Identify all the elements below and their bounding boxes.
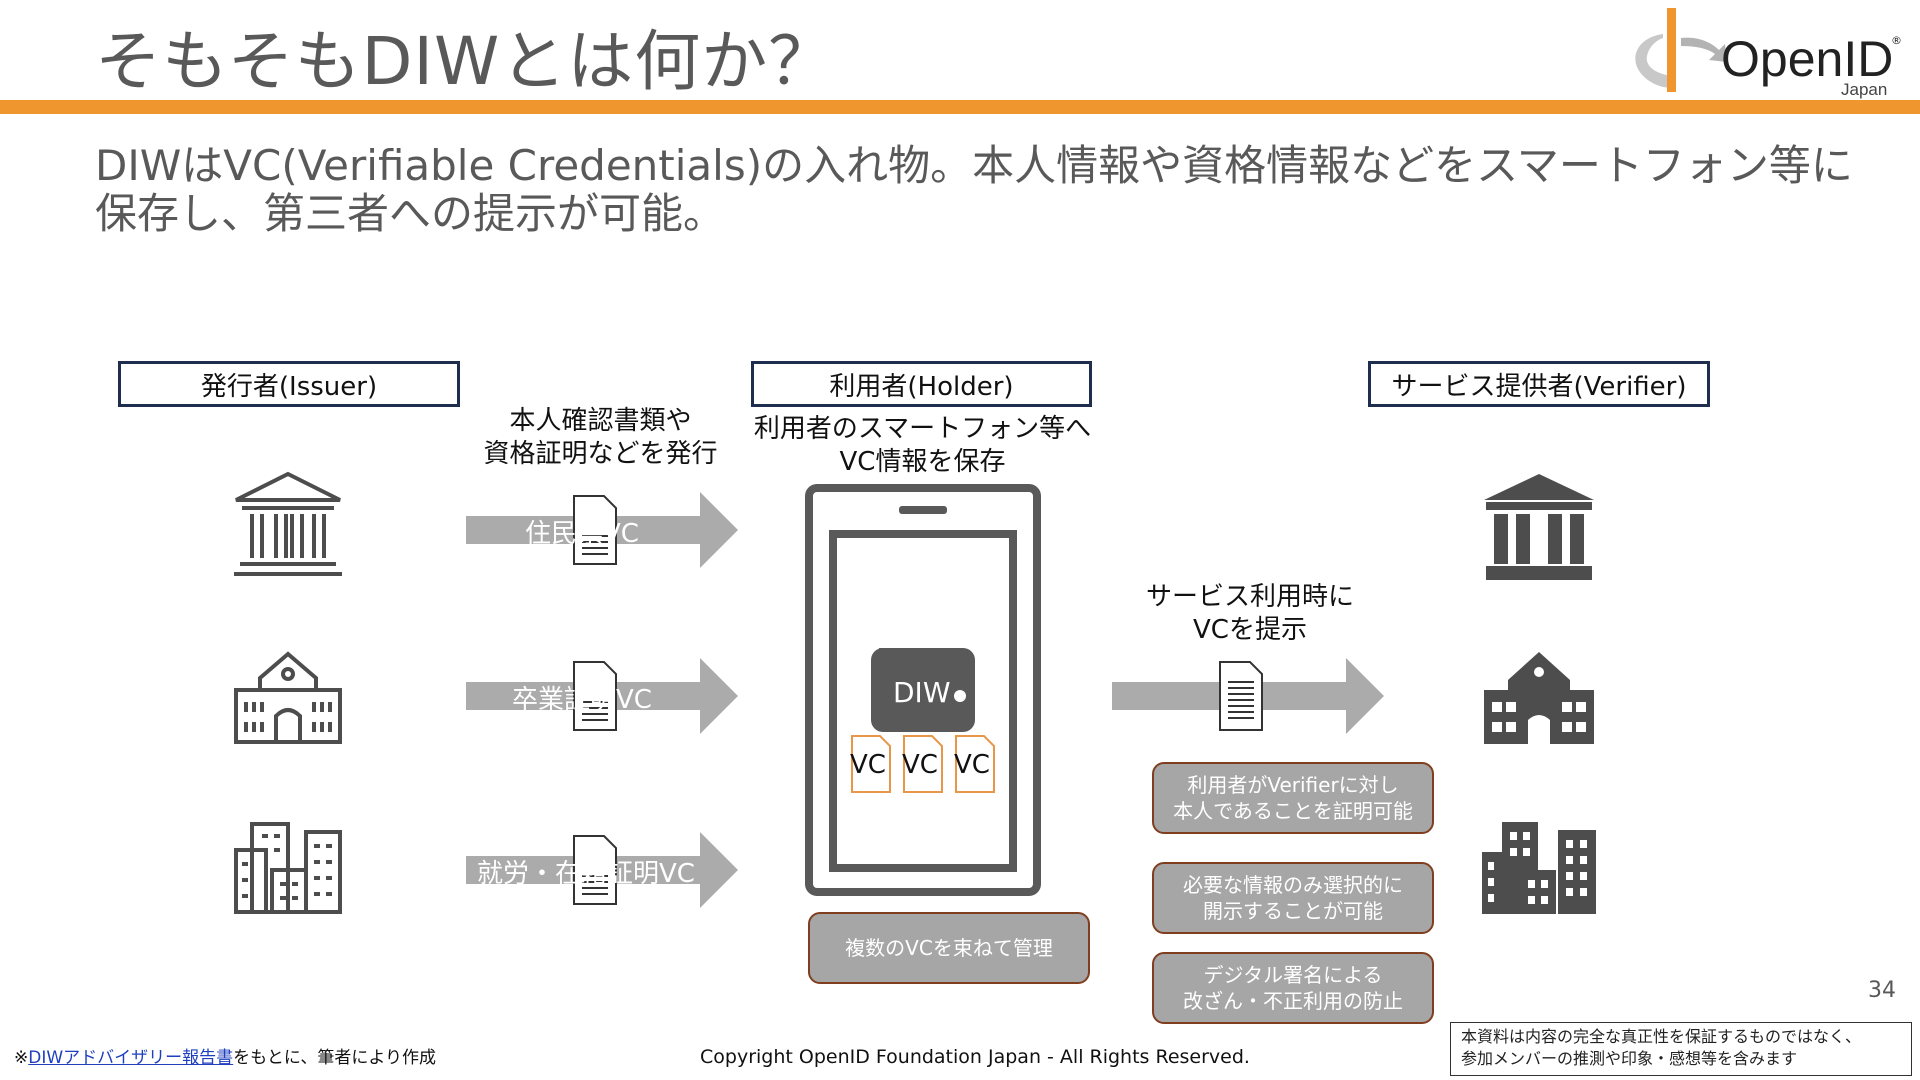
arrow-label-employment: 就労・在籍証明VC	[477, 859, 695, 889]
arrow-employment-vc	[466, 832, 738, 908]
holder-role-box: 利用者(Holder)	[751, 361, 1092, 407]
document-icon	[573, 835, 617, 905]
source-footnote: ※DIWアドバイザリー報告書をもとに、筆者により作成	[14, 1043, 436, 1068]
disclaimer-box: 本資料は内容の完全な真正性を保証するものではなく、 参加メンバーの推測や印象・感…	[1450, 1022, 1912, 1076]
verifier-role-box: サービス提供者(Verifier)	[1368, 361, 1710, 407]
footnote-prefix: ※	[14, 1048, 29, 1068]
present-caption: サービス利用時に VCを提示	[1120, 581, 1380, 647]
report-link[interactable]: DIWアドバイザリー報告書	[28, 1048, 234, 1068]
slide-title: そもそもDIWとは何か？	[95, 23, 836, 100]
select-callout: 必要な情報のみ選択的に 開示することが可能	[1152, 862, 1434, 934]
footnote-suffix: をもとに、筆者により作成	[233, 1048, 436, 1068]
vc-tag-1: VC	[850, 750, 886, 780]
disclaimer-line1: 本資料は内容の完全な真正性を保証するものではなく、	[1461, 1027, 1862, 1046]
vc-documents	[851, 735, 995, 793]
issue-caption: 本人確認書類や 資格証明などを発行	[458, 405, 743, 471]
office-buildings-icon	[1482, 822, 1596, 914]
signature-callout-line1: デジタル署名による	[1203, 963, 1383, 987]
slide-subtitle: DIWはVC(Verifiable Credentials)の入れ物。本人情報や…	[95, 141, 1853, 238]
issuer-role-box: 発行者(Issuer)	[118, 361, 460, 407]
government-building-icon	[234, 471, 342, 576]
openid-logo-wordmark: OpenID	[1721, 31, 1894, 87]
prove-callout-line2: 本人であることを証明可能	[1173, 799, 1413, 823]
registered-mark: ®	[1891, 34, 1902, 47]
arrow-label-graduation: 卒業証明VC	[512, 685, 652, 715]
select-callout-line2: 開示することが可能	[1203, 899, 1383, 923]
wallet-clasp	[954, 690, 966, 702]
signature-callout-line2: 改ざん・不正利用の防止	[1183, 989, 1403, 1013]
store-caption-line2: VC情報を保存	[839, 447, 1006, 477]
arrow-resident-vc	[466, 492, 738, 568]
wallet-label: DIW	[893, 676, 951, 709]
issue-caption-line1: 本人確認書類や	[509, 406, 692, 436]
holder-callout: 複数のVCを束ねて管理	[808, 912, 1090, 984]
disclaimer-line2: 参加メンバーの推測や印象・感想等を含みます	[1461, 1049, 1798, 1068]
prove-callout-line1: 利用者がVerifierに対し	[1187, 773, 1399, 797]
store-caption-line1: 利用者のスマートフォン等へ	[753, 414, 1092, 444]
openid-logo: OpenID ® Japan	[1615, 4, 1905, 100]
vc-tag-2: VC	[902, 750, 938, 780]
header-accent-bar	[0, 100, 1920, 114]
vc-tag-3: VC	[954, 750, 990, 780]
document-icon	[573, 661, 617, 731]
signature-callout: デジタル署名による 改ざん・不正利用の防止	[1152, 952, 1434, 1024]
openid-logo-mark-icon	[1635, 8, 1727, 92]
page-number: 34	[1868, 978, 1896, 1003]
copyright: Copyright OpenID Foundation Japan - All …	[700, 1046, 1250, 1068]
arrow-present-vc	[1112, 658, 1384, 734]
present-caption-line1: サービス利用時に	[1145, 582, 1354, 612]
office-buildings-icon	[234, 822, 342, 914]
openid-logo-japan: Japan	[1841, 80, 1888, 99]
document-icon	[573, 495, 617, 565]
document-icon	[1219, 661, 1263, 731]
arrow-label-resident: 住民票VC	[525, 519, 639, 549]
smartphone-icon	[805, 484, 1041, 896]
school-icon	[1484, 652, 1594, 744]
issue-caption-line2: 資格証明などを発行	[483, 439, 718, 469]
government-building-icon	[1484, 474, 1594, 580]
select-callout-line1: 必要な情報のみ選択的に	[1183, 873, 1403, 897]
arrow-graduation-vc	[466, 658, 738, 734]
prove-callout: 利用者がVerifierに対し 本人であることを証明可能	[1152, 762, 1434, 834]
school-icon	[234, 651, 342, 744]
present-caption-line2: VCを提示	[1193, 615, 1307, 645]
wallet-icon	[871, 648, 975, 732]
store-caption: 利用者のスマートフォン等へ VC情報を保存	[740, 413, 1105, 479]
